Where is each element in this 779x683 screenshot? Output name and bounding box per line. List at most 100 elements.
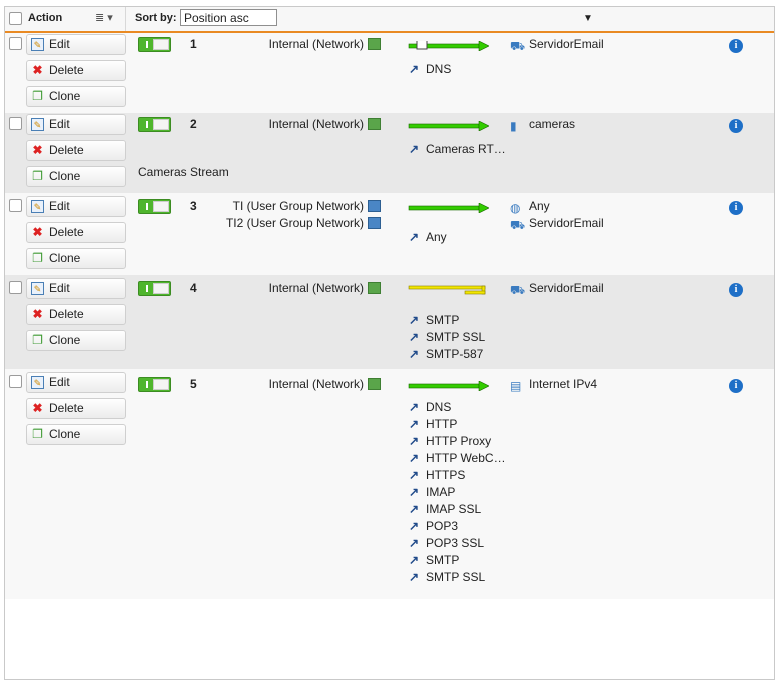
row-checkbox[interactable] [9,281,22,294]
service-icon: ↗ [409,313,420,327]
table-row: ✎Edit ✖Delete ❐Clone 4 Internal (Network… [5,275,774,369]
edit-button[interactable]: ✎Edit [26,114,126,135]
edit-button[interactable]: ✎Edit [26,372,126,393]
enable-toggle[interactable] [138,117,171,132]
delete-button[interactable]: ✖Delete [26,222,126,243]
edit-icon: ✎ [31,200,44,213]
source-item[interactable]: Internal (Network) [269,117,381,131]
destination-item[interactable]: ▮cameras [510,117,576,133]
clone-icon: ❐ [32,427,43,441]
row-checkbox[interactable] [9,37,22,50]
table-header: Action ≣ ▾ Sort by: Position asc ▼ [5,7,774,33]
sort-label: Sort by: [135,12,177,24]
server-icon: ⛟ [510,218,526,232]
user-group-icon [368,200,381,212]
connection-arrow [408,381,489,391]
delete-button[interactable]: ✖Delete [26,60,126,81]
service-icon: ↗ [409,570,420,584]
delete-button[interactable]: ✖Delete [26,398,126,419]
service-item[interactable]: ↗SMTP-587 [409,347,484,361]
row-checkbox[interactable] [9,117,22,130]
clone-button[interactable]: ❐Clone [26,424,126,445]
rule-description: Cameras Stream [138,165,229,179]
clone-icon: ❐ [32,169,43,183]
enable-toggle[interactable] [138,377,171,392]
edit-icon: ✎ [31,38,44,51]
destination-item[interactable]: ⛟ServidorEmail [510,216,604,232]
source-item[interactable]: TI2 (User Group Network) [226,216,381,230]
service-item[interactable]: ↗HTTP [409,417,458,431]
service-icon: ↗ [409,434,420,448]
enable-toggle[interactable] [138,281,171,296]
service-icon: ↗ [409,536,420,550]
service-item[interactable]: ↗Cameras RT… [409,142,506,156]
clone-button[interactable]: ❐Clone [26,86,126,107]
info-icon[interactable]: i [729,119,743,133]
service-item[interactable]: ↗SMTP SSL [409,330,486,344]
edit-button[interactable]: ✎Edit [26,34,126,55]
source-item[interactable]: Internal (Network) [269,281,381,295]
enable-toggle[interactable] [138,37,171,52]
row-checkbox[interactable] [9,199,22,212]
clone-button[interactable]: ❐Clone [26,248,126,269]
sort-select-value: Position asc [184,11,249,25]
service-item[interactable]: ↗DNS [409,62,452,76]
service-icon: ↗ [409,553,420,567]
service-item[interactable]: ↗IMAP SSL [409,502,482,516]
enable-toggle[interactable] [138,199,171,214]
service-item[interactable]: ↗Any [409,230,447,244]
info-icon[interactable]: i [729,379,743,393]
edit-icon: ✎ [31,282,44,295]
service-item[interactable]: ↗SMTP [409,313,460,327]
destination-item[interactable]: ▤Internet IPv4 [510,377,598,393]
info-icon[interactable]: i [729,39,743,53]
delete-icon: ✖ [32,143,43,157]
destination-item[interactable]: ⛟ServidorEmail [510,281,604,297]
service-item[interactable]: ↗POP3 [409,519,459,533]
service-icon: ↗ [409,468,420,482]
service-item[interactable]: ↗POP3 SSL [409,536,485,550]
delete-button[interactable]: ✖Delete [26,140,126,161]
source-item[interactable]: Internal (Network) [269,37,381,51]
edit-button[interactable]: ✎Edit [26,278,126,299]
service-item[interactable]: ↗SMTP SSL [409,570,486,584]
service-item[interactable]: ↗HTTPS [409,468,466,482]
connection-arrow [408,203,489,213]
rules-table: Action ≣ ▾ Sort by: Position asc ▼ ✎Edit… [4,6,775,680]
delete-icon: ✖ [32,63,43,77]
destination-item[interactable]: ⛟ServidorEmail [510,37,604,53]
clone-icon: ❐ [32,89,43,103]
service-item[interactable]: ↗IMAP [409,485,456,499]
table-row: ✎Edit ✖Delete ❐Clone 3 TI (User Group Ne… [5,193,774,275]
list-menu-icon[interactable]: ≣ ▾ [95,12,113,24]
network-icon [368,118,381,130]
row-checkbox[interactable] [9,375,22,388]
service-icon: ↗ [409,519,420,533]
clone-button[interactable]: ❐Clone [26,166,126,187]
rule-position: 3 [190,199,197,213]
clone-icon: ❐ [32,333,43,347]
service-item[interactable]: ↗DNS [409,400,452,414]
clone-icon: ❐ [32,251,43,265]
header-divider [125,7,126,31]
source-item[interactable]: TI (User Group Network) [233,199,381,213]
chevron-down-icon: ▼ [583,13,593,24]
delete-icon: ✖ [32,307,43,321]
destination-item[interactable]: ◍Any [510,199,550,215]
delete-button[interactable]: ✖Delete [26,304,126,325]
user-group-icon [368,217,381,229]
network-icon [368,38,381,50]
connection-arrow [408,121,489,131]
info-icon[interactable]: i [729,201,743,215]
edit-button[interactable]: ✎Edit [26,196,126,217]
source-item[interactable]: Internal (Network) [269,377,381,391]
clone-button[interactable]: ❐Clone [26,330,126,351]
service-item[interactable]: ↗HTTP Proxy [409,434,492,448]
sort-select[interactable]: Position asc ▼ [180,9,593,26]
service-item[interactable]: ↗HTTP WebC… [409,451,506,465]
select-all-checkbox[interactable] [9,12,22,25]
edit-icon: ✎ [31,376,44,389]
info-icon[interactable]: i [729,283,743,297]
rule-position: 1 [190,37,197,51]
service-item[interactable]: ↗SMTP [409,553,460,567]
